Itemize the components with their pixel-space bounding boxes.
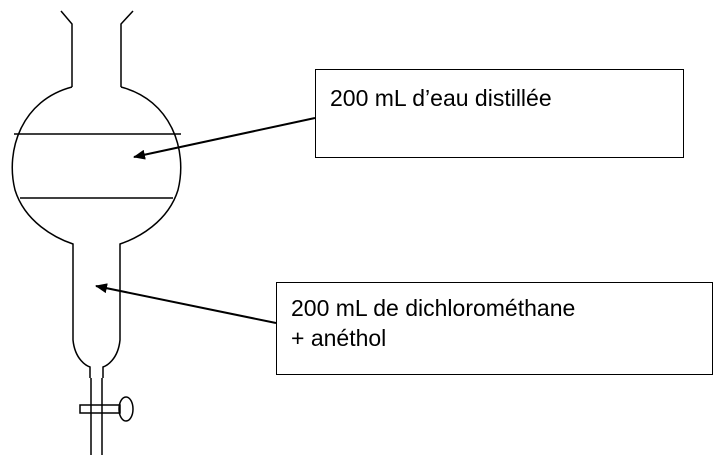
- water-layer-label: 200 mL d’eau distillée: [330, 85, 552, 111]
- stopcock-handle-bar: [79, 404, 121, 414]
- funnel-neck-right: [120, 10, 134, 87]
- organic-layer-label-line2: + anéthol: [291, 325, 387, 351]
- separatory-funnel: [11, 10, 182, 455]
- annotation-arrows: [95, 117, 316, 324]
- stopcock-knob: [118, 396, 134, 422]
- funnel-bulb-outline: [11, 86, 91, 378]
- funnel-neck-left: [60, 10, 73, 87]
- stopcock-tube: [90, 378, 103, 455]
- water-layer-label-box: 200 mL d’eau distillée: [315, 69, 684, 158]
- arrow-to-water-layer: [133, 117, 316, 160]
- arrow-to-organic-layer: [95, 283, 277, 324]
- organic-layer-label-box: 200 mL de dichlorométhane + anéthol: [276, 282, 713, 375]
- funnel-bulb-outline-right: [102, 86, 182, 378]
- organic-layer-label-line1: 200 mL de dichlorométhane: [291, 295, 576, 321]
